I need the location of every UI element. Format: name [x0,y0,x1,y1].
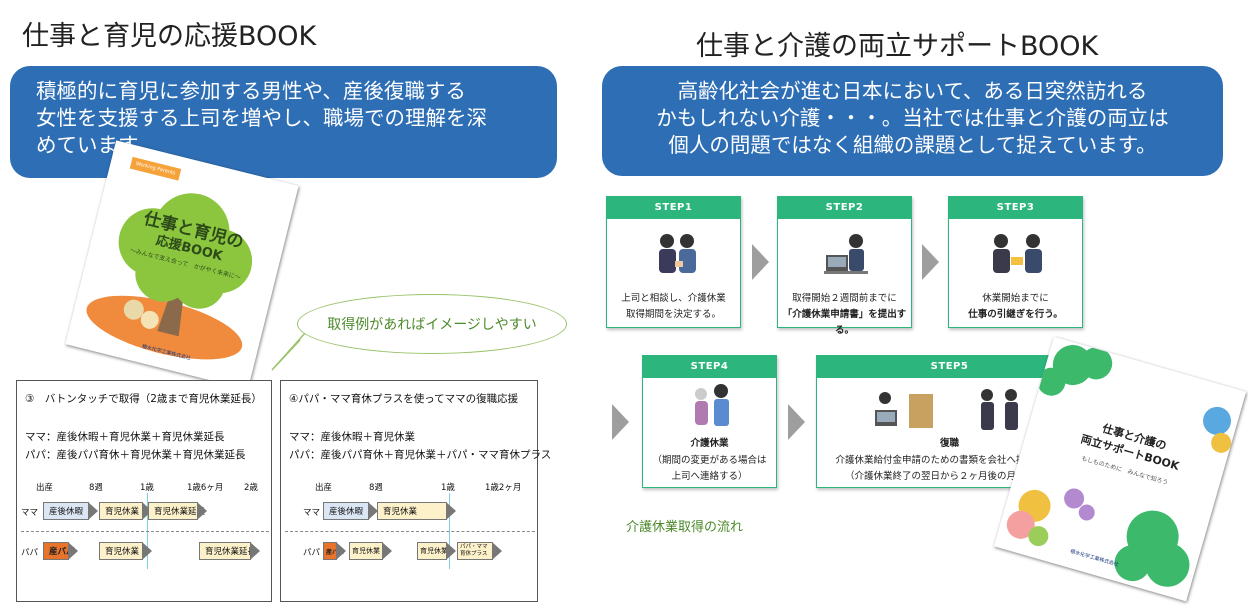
bar-papa-leave: 産パパ [323,542,346,560]
step-text: 「介護休業申請書」を提出する。 [782,309,907,336]
tree-illustration [86,193,253,360]
step-text: （介護休業終了の翌日から２ヶ月後の月末まで） [844,471,1054,482]
bar-childcare-leave: 育児休業 [417,542,456,560]
step-label: STEP2 [778,197,911,219]
step-arrow-icon [752,244,769,280]
step-text: 取得期間を決定する。 [625,309,721,320]
step-arrow-icon [612,404,629,440]
bar-maternity-leave: 産後休暇 [323,502,378,520]
speech-bubble: 取得例があればイメージしやすい [297,294,567,354]
consult-people-icon [659,234,696,273]
plan-heading: ③ バトンタッチで取得（2歳まで育児休業延長） [25,393,262,405]
bar-childcare-leave: 育児休業 [349,542,392,560]
row-divider [285,531,535,532]
left-banner-line: 女性を支援する上司を増やし、職場での理解を深 [36,106,487,130]
plan-card-4: ④パパ・ママ育休プラスを使ってママの復職応援 ママ：産後休暇＋育児休業 パパ：産… [280,380,551,602]
bar-papa-leave: 産パパ [43,542,78,560]
right-banner: 高齢化社会が進む日本において、ある日突然訪れる かもしれない介護・・・。当社では… [602,66,1223,176]
step-text: 介護休業給付金申請のための書類を会社へ提出する。 [835,455,1064,466]
step-text: 介護休業 [690,438,729,449]
tick-label: 1歳2ヶ月 [485,483,522,493]
right-banner-line: 高齢化社会が進む日本において、ある日突然訪れる [677,79,1148,103]
nursing-care-book-cover: 仕事と介護の 両立サポートBOOK もしものために みんなで知ろう 積水化学工業… [993,336,1247,602]
step-arrow-icon [922,244,939,280]
childcare-book-cover: Working Parents 仕事と育児の 応援BOOK 〜みんなで支え合って… [65,140,299,390]
plan-card-3: ③ バトンタッチで取得（2歳まで育児休業延長） ママ：産後休暇＋育児休業＋育児休… [16,380,272,602]
plan-mama-text: ママ：産後休暇＋育児休業＋育児休業延長 [25,431,225,443]
step-text: 取得開始２週間前までに [792,293,897,304]
plan-papa-text: パパ：産後パパ育休＋育児休業＋パパ・ママ育休プラス [289,449,552,461]
clover-illustration [1006,344,1232,587]
step-label: STEP5 [817,356,1082,378]
bar-extension: 育児休業延長 [199,542,260,560]
step-1-card: STEP1 上司と相談し、介護休業 取得期間を決定する。 [606,196,741,328]
step-label: STEP1 [607,197,740,219]
right-banner-line: 個人の問題ではなく組織の課題として捉えています。 [668,133,1157,157]
step-arrow-icon [788,404,805,440]
tick-label: 出産 [315,483,333,493]
handover-people-icon [993,234,1042,273]
tick-label: 1歳6ヶ月 [187,483,224,493]
bubble-tail [271,331,307,371]
plan-papa-text: パパ：産後パパ育休＋育児休業＋育児休業延長 [25,449,246,461]
flow-caption: 介護休業取得の流れ [626,520,744,535]
tick-label: 出産 [36,483,54,493]
tick-label: 1歳 [441,483,455,493]
row-label: パパ [303,548,321,558]
caregiver-elder-icon [695,384,729,426]
step-2-card: STEP2 取得開始２週間前までに 「介護休業申請書」を提出する。 [777,196,912,336]
desk-worker-icon [824,234,868,274]
plan-heading: ④パパ・ママ育休プラスを使ってママの復職応援 [289,393,519,405]
tick-label: 1歳 [140,483,154,493]
right-title: 仕事と介護の両立サポートBOOK [696,31,1099,62]
row-divider [21,531,269,532]
step-text: （期間の変更がある場合は [652,455,767,466]
step-text: 上司へ連絡する） [671,471,748,482]
row-label: パパ [21,548,39,558]
step-text: 仕事の引継ぎを行う。 [968,309,1063,320]
return-documents-icon [875,392,933,428]
tick-label: 8週 [369,483,383,493]
row-label: ママ [21,508,39,518]
left-title: 仕事と育児の応援BOOK [22,21,317,52]
bar-extension: 育児休業延長 [148,502,207,520]
left-banner-line: 積極的に育児に参加する男性や、産後復職する [36,79,466,103]
plan-mama-text: ママ：産後休暇＋育児休業 [289,431,415,443]
tick-label: 2歳 [244,483,258,493]
bar-maternity-leave: 産後休暇 [43,502,98,520]
bar-childcare-leave: 育児休業 [99,542,152,560]
left-banner: 積極的に育児に参加する男性や、産後復職する 女性を支援する上司を増やし、職場での… [10,66,557,178]
left-banner-line: めています。 [36,133,157,157]
row-label: ママ [303,508,321,518]
step-text: 復職 [939,438,959,449]
step-3-card: STEP3 休業開始までに 仕事の引継ぎを行う。 [948,196,1083,328]
bar-papa-mama-plus: パパ・ママ育休プラス [457,542,502,560]
bowing-people-icon [981,389,1018,430]
step-text: 休業開始までに [982,293,1049,304]
tick-label: 8週 [89,483,103,493]
step-label: STEP4 [643,356,776,378]
step-4-card: STEP4 介護休業 （期間の変更がある場合は 上司へ連絡する） [642,355,777,488]
step-label: STEP3 [949,197,1082,219]
bar-childcare-leave: 育児休業 [377,502,456,520]
step-text: 上司と相談し、介護休業 [621,293,726,304]
bar-childcare-leave: 育児休業 [99,502,152,520]
right-banner-line: かもしれない介護・・・。当社では仕事と介護の両立は [656,106,1169,130]
